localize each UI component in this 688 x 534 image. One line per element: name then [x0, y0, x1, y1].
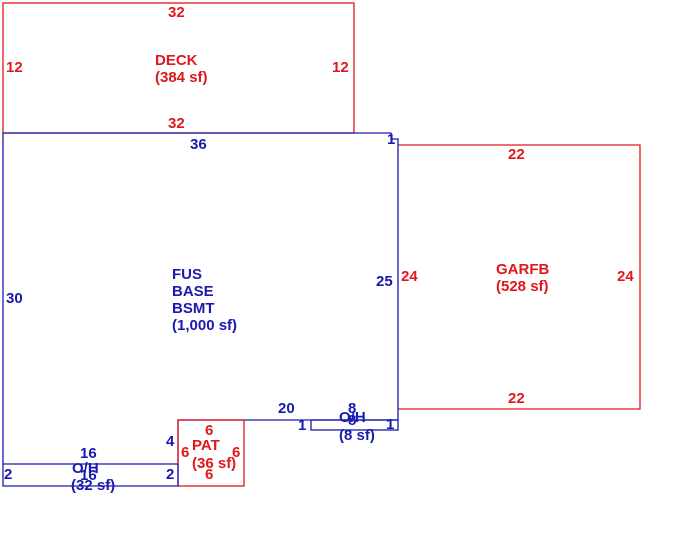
house-top-dimension: 36: [190, 136, 207, 153]
garage-outline: [398, 144, 641, 410]
overhang-left-top-dimension: 16: [80, 445, 97, 462]
garage-section: 22 24 24 GARFB (528 sf) 22: [398, 144, 641, 410]
deck-top-dimension: 32: [168, 4, 185, 21]
overhang-left-right-dimension: 2: [166, 466, 174, 483]
garage-top-dimension: 22: [508, 146, 525, 163]
overhang-right-bottom-dimension: 8: [348, 412, 356, 429]
house-label-line-2: BASE: [172, 283, 214, 300]
patio-section: 6 6 6 PAT (36 sf) 6: [177, 419, 245, 487]
house-step-width-dimension: 20: [278, 400, 295, 417]
house-area: (1,000 sf): [172, 317, 237, 334]
deck-section: 32 12 12 DECK (384 sf) 32: [2, 2, 355, 134]
house-label-line-1: FUS: [172, 266, 202, 283]
deck-left-dimension: 12: [6, 59, 23, 76]
overhang-left-bottom-dimension: 16: [80, 467, 97, 484]
patio-outline: [177, 419, 245, 487]
house-step-right-dimension: 1: [298, 417, 306, 434]
deck-area: (384 sf): [155, 69, 208, 86]
patio-right-dimension: 6: [232, 444, 240, 461]
house-step-left-dimension: 4: [166, 433, 175, 450]
patio-bottom-dimension: 6: [205, 466, 213, 483]
overhang-left-left-dimension: 2: [4, 466, 12, 483]
overhang-right-section: 8 O/H 8 1 (8 sf): [310, 400, 399, 444]
overhang-right-label: O/H: [339, 409, 366, 426]
deck-label: DECK: [155, 52, 198, 69]
garage-label: GARFB: [496, 261, 549, 278]
overhang-right-right-dimension: 1: [386, 416, 394, 433]
house-corner-dimension: 1: [387, 131, 395, 148]
garage-area: (528 sf): [496, 278, 549, 295]
patio-area: (36 sf): [192, 455, 236, 472]
house-section: 36 1 30 25 FUS BASE BSMT (1,000 sf) 20 4…: [2, 131, 399, 465]
house-right-dimension: 25: [376, 273, 393, 290]
overhang-left-area: (32 sf): [71, 477, 115, 494]
patio-left-dimension: 6: [181, 444, 189, 461]
overhang-left-outline: [2, 464, 179, 487]
patio-label: PAT: [192, 437, 220, 454]
deck-bottom-dimension: 32: [168, 115, 185, 132]
overhang-left-section: 16 2 2 O/H 16 (32 sf): [2, 445, 179, 494]
deck-right-dimension: 12: [332, 59, 349, 76]
overhang-right-outline: [310, 419, 399, 431]
patio-top-dimension: 6: [205, 422, 213, 439]
overhang-left-label: O/H: [72, 460, 99, 477]
garage-left-dimension: 24: [401, 268, 418, 285]
garage-right-dimension: 24: [617, 268, 634, 285]
garage-bottom-dimension: 22: [508, 390, 525, 407]
overhang-right-top-dimension: 8: [348, 400, 356, 417]
house-label-line-3: BSMT: [172, 300, 215, 317]
overhang-right-area: (8 sf): [339, 427, 375, 444]
house-left-dimension: 30: [6, 290, 23, 307]
